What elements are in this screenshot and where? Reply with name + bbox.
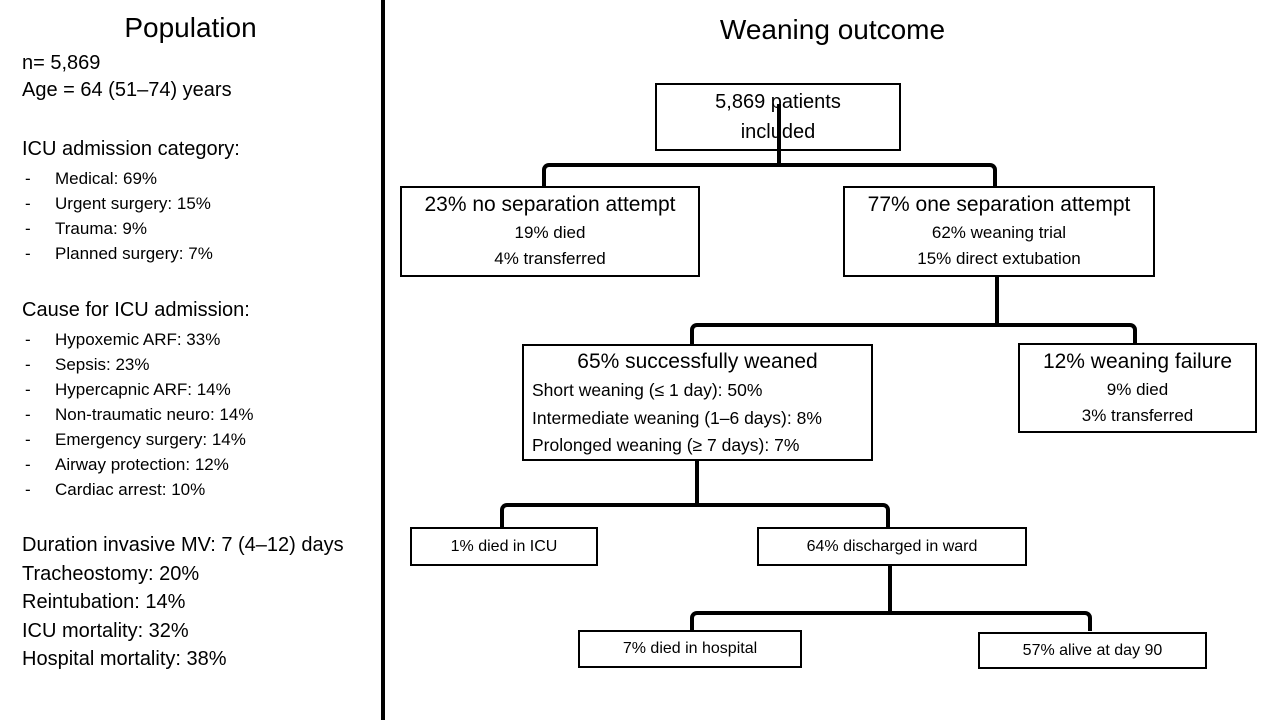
node-successfully-weaned: 65% successfully weaned Short weaning (≤… (522, 344, 873, 461)
node-died-in-hospital: 7% died in hospital (578, 630, 802, 668)
list-item: - Planned surgery: 7% (22, 241, 240, 266)
node-detail: 9% died (1106, 380, 1169, 399)
dash-bullet: - (25, 330, 31, 349)
list-item: - Trauma: 9% (22, 216, 240, 241)
node-detail: Intermediate weaning (1–6 days): 8% (532, 407, 822, 428)
population-age-line: Age = 64 (51–74) years (22, 79, 232, 101)
node-detail: Prolonged weaning (≥ 7 days): 7% (532, 435, 800, 455)
connector-bracket-level2 (690, 323, 1137, 344)
node-detail: 4% transferred (494, 249, 606, 268)
dash-bullet: - (25, 355, 31, 374)
list-item: - Sepsis: 23% (22, 352, 253, 377)
list-item-text: Medical: 69% (55, 169, 158, 188)
dash-bullet: - (25, 455, 31, 474)
node-title: 65% successfully weaned (577, 350, 818, 373)
population-summary: Duration invasive MV: 7 (4–12) days Trac… (22, 531, 344, 674)
node-alive-at-day-90: 57% alive at day 90 (978, 632, 1207, 669)
list-item: - Hypoxemic ARF: 33% (22, 327, 253, 352)
flowchart-title: Weaning outcome (719, 14, 946, 45)
panel-divider (381, 0, 385, 720)
node-title: 12% weaning failure (1042, 350, 1233, 373)
tracheostomy-line: Tracheostomy: 20% (22, 562, 200, 585)
hospital-mortality-line: Hospital mortality: 38% (22, 648, 227, 670)
list-item: - Cardiac arrest: 10% (22, 477, 253, 502)
dash-bullet: - (25, 380, 31, 399)
admission-cause-section: Cause for ICU admission: - Hypoxemic ARF… (22, 297, 253, 502)
list-item-text: Airway protection: 12% (55, 455, 229, 474)
connector-bracket-level3 (500, 503, 890, 527)
admission-category-section: ICU admission category: - Medical: 69% -… (22, 136, 240, 266)
connector-stem-weaned (695, 461, 699, 505)
dash-bullet: - (25, 430, 31, 449)
list-item-text: Planned surgery: 7% (55, 244, 213, 263)
node-title: 23% no separation attempt (424, 193, 676, 216)
list-item-text: Cardiac arrest: 10% (55, 480, 206, 499)
node-detail: 15% direct extubation (917, 249, 1081, 268)
node-died-in-icu: 1% died in ICU (410, 527, 598, 566)
list-item-text: Urgent surgery: 15% (55, 194, 211, 213)
population-n-line: n= 5,869 (22, 52, 101, 74)
node-one-separation-attempt: 77% one separation attempt 62% weaning t… (843, 186, 1155, 277)
dash-bullet: - (25, 405, 31, 424)
weaning-outcome-flowchart: Weaning outcome 5,869 patients included … (385, 0, 1280, 720)
node-detail: 62% weaning trial (931, 223, 1067, 242)
connector-stem-ward (888, 566, 892, 613)
admission-cause-list: - Hypoxemic ARF: 33% - Sepsis: 23% - Hyp… (22, 327, 253, 502)
list-item: - Medical: 69% (22, 166, 240, 191)
admission-cause-heading: Cause for ICU admission: (22, 299, 250, 321)
list-item: - Hypercapnic ARF: 14% (22, 377, 253, 402)
population-panel: Population n= 5,869 Age = 64 (51–74) yea… (0, 0, 381, 720)
node-no-separation-attempt: 23% no separation attempt 19% died 4% tr… (400, 186, 700, 277)
list-item-text: Hypoxemic ARF: 33% (55, 330, 221, 349)
list-item-text: Hypercapnic ARF: 14% (55, 380, 231, 399)
population-intro: n= 5,869 Age = 64 (51–74) years (22, 50, 232, 104)
dash-bullet: - (25, 219, 31, 238)
dash-bullet: - (25, 169, 31, 188)
list-item-text: Non-traumatic neuro: 14% (55, 405, 254, 424)
list-item-text: Sepsis: 23% (55, 355, 150, 374)
list-item-text: Trauma: 9% (55, 219, 147, 238)
connector-bracket-level1 (542, 163, 997, 186)
node-detail: 3% transferred (1081, 406, 1194, 425)
admission-category-heading: ICU admission category: (22, 138, 240, 160)
connector-stem-included (777, 104, 781, 165)
dash-bullet: - (25, 244, 31, 263)
connector-bracket-level4 (690, 611, 1092, 631)
list-item: - Airway protection: 12% (22, 452, 253, 477)
node-weaning-failure: 12% weaning failure 9% died 3% transferr… (1018, 343, 1257, 433)
node-title: 77% one separation attempt (867, 193, 1131, 216)
connector-stem-one-separation (995, 277, 999, 325)
node-discharged-in-ward: 64% discharged in ward (757, 527, 1027, 566)
list-item: - Urgent surgery: 15% (22, 191, 240, 216)
node-detail: 19% died (514, 223, 586, 242)
reintubation-line: Reintubation: 14% (22, 591, 186, 613)
list-item-text: Emergency surgery: 14% (55, 430, 246, 449)
list-item: - Emergency surgery: 14% (22, 427, 253, 452)
node-line: 5,869 patients (715, 91, 841, 113)
dash-bullet: - (25, 480, 31, 499)
node-detail: Short weaning (≤ 1 day): 50% (532, 380, 763, 400)
duration-mv-line: Duration invasive MV: 7 (4–12) days (22, 534, 344, 556)
list-item: - Non-traumatic neuro: 14% (22, 402, 253, 427)
population-title: Population (124, 12, 257, 43)
dash-bullet: - (25, 194, 31, 213)
icu-mortality-line: ICU mortality: 32% (22, 619, 189, 642)
admission-category-list: - Medical: 69% - Urgent surgery: 15% - T… (22, 166, 240, 266)
